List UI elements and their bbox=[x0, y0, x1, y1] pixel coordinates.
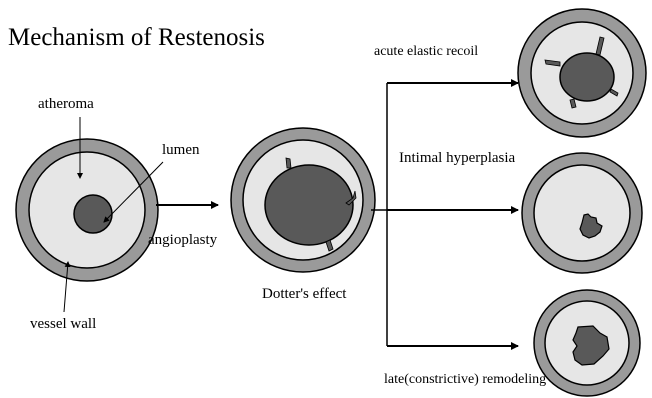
dilated-vessel bbox=[231, 128, 375, 272]
diagram-title: Mechanism of Restenosis bbox=[8, 24, 265, 51]
atheroma-label: atheroma bbox=[38, 96, 94, 112]
recoiled-lumen bbox=[560, 53, 614, 101]
recoil-vessel bbox=[518, 9, 646, 137]
plaque-fissure bbox=[286, 158, 291, 168]
narrow-lumen bbox=[74, 195, 112, 233]
acute-recoil-label: acute elastic recoil bbox=[374, 44, 478, 59]
hyperplasia-vessel bbox=[522, 153, 642, 273]
lumen-label: lumen bbox=[162, 142, 200, 158]
intimal-hyperplasia-label: Intimal hyperplasia bbox=[399, 150, 516, 166]
dotters-effect-label: Dotter's effect bbox=[262, 286, 347, 302]
angioplasty-label: angioplasty bbox=[148, 232, 218, 248]
atheroma-area bbox=[534, 165, 630, 261]
remodeled-vessel bbox=[534, 290, 640, 396]
late-remodeling-label: late(constrictive) remodeling bbox=[384, 372, 546, 387]
dilated-lumen bbox=[265, 165, 353, 245]
vessel-wall-label: vessel wall bbox=[30, 316, 96, 332]
stenotic-vessel bbox=[16, 139, 158, 281]
